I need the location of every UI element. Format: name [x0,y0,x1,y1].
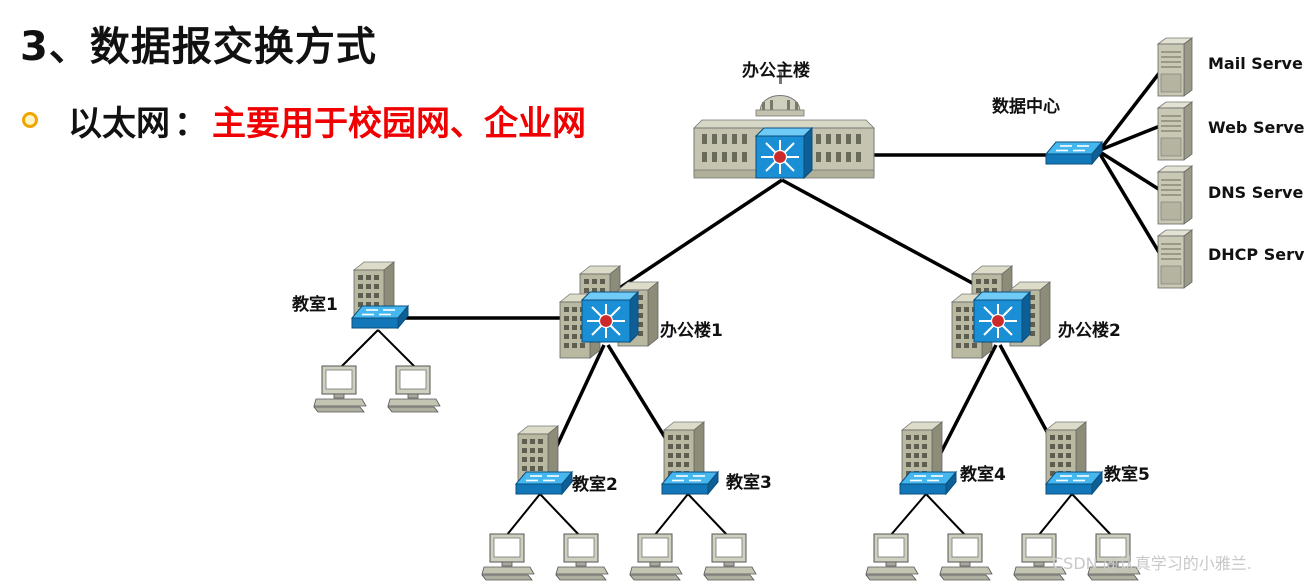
label-server-3: DHCP Serve [1208,245,1304,264]
web-server-icon [1157,101,1193,161]
label-class4: 教室4 [959,464,1006,485]
label-class5: 教室5 [1103,464,1150,485]
label-class3: 教室3 [725,472,772,493]
link-dc-dhcp [1098,153,1162,255]
class2-pc-2-icon [555,533,609,581]
dns-server-icon [1157,165,1193,225]
class4-pc-2-icon [939,533,993,581]
class1-pc-2-icon [387,365,441,413]
class2-switch-icon [515,471,573,495]
watermark: CSDN @认真学习的小雅兰. [1052,554,1252,573]
class1-switch-icon [351,305,409,329]
bullet-row: 以太网 ： 主要用于校园网、企业网 [22,96,586,144]
label-data-center: 数据中心 [992,96,1060,117]
label-main-building: 办公主楼 [742,60,810,81]
mail-server-icon [1157,37,1193,97]
class3-pc-1-icon [629,533,683,581]
dhcp-server-icon [1157,229,1193,289]
class2-pc-1-icon [481,533,535,581]
label-server-1: Web Server [1208,118,1304,137]
office2-multilayer-switch-icon [973,291,1031,343]
links [398,70,1162,479]
label-office2: 办公楼2 [1058,320,1121,341]
link-dc-web [1099,124,1161,152]
label-server-0: Mail Server [1208,54,1304,73]
label-class1: 教室1 [291,294,338,315]
label-server-2: DNS Server [1208,183,1304,202]
class5-switch-icon [1045,471,1103,495]
link-dc-dns [1099,150,1161,192]
label-class2: 教室2 [571,474,618,495]
office1-multilayer-switch-icon [581,291,639,343]
class3-switch-icon [661,471,719,495]
class4-pc-1-icon [865,533,919,581]
class3-pc-2-icon [703,533,757,581]
bullet-value: 主要用于校园网、企业网 [212,103,586,144]
bullet-separator: ： [174,103,208,144]
class1-pc-1-icon [313,365,367,413]
link-dc-mail [1098,70,1162,152]
bullet-dot-icon [22,112,38,128]
link-main-office2 [781,178,999,299]
main-multilayer-switch-icon [755,127,813,179]
link-main-office1 [605,178,783,299]
bullet-label: 以太网 [68,103,170,144]
slide-title: 3、数据报交换方式 [20,24,377,70]
pc-links [339,329,1113,537]
class4-switch-icon [899,471,957,495]
label-office1: 办公楼1 [660,320,723,341]
datacenter-switch-icon [1045,141,1103,165]
